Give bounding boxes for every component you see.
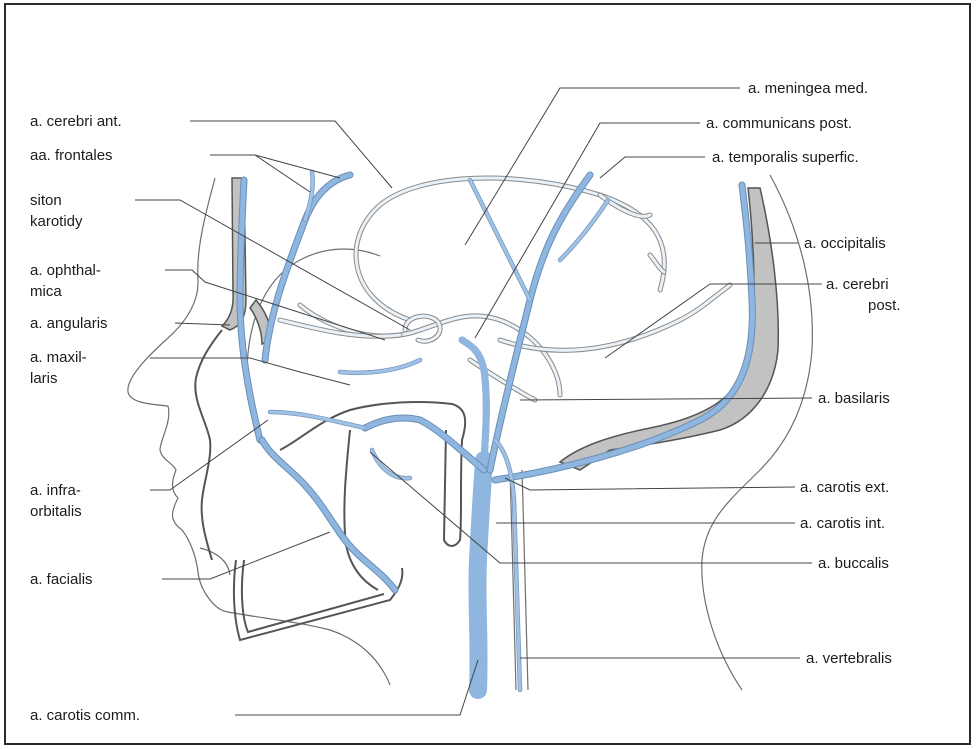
right-labels: a. meningea med. a. communicans post. a.… — [706, 80, 901, 667]
maxilla-line — [195, 330, 222, 560]
label-cerebri-post-1: a. cerebri — [826, 276, 889, 293]
face-profile — [128, 178, 228, 612]
label-angularis: a. angularis — [30, 315, 108, 332]
label-communicans-post: a. communicans post. — [706, 115, 852, 132]
leader-basilaris — [520, 398, 812, 400]
carotis-int — [462, 340, 486, 460]
label-carotis-comm: a. carotis comm. — [30, 707, 140, 724]
label-infraorbitalis-2: orbitalis — [30, 503, 82, 520]
cerebral-arteries — [280, 178, 730, 400]
left-labels: a. cerebri ant. aa. frontales siton karo… — [30, 113, 140, 724]
leader-meningea — [465, 88, 740, 245]
leader-facialis — [162, 532, 330, 579]
cerebri-ant-arch — [356, 178, 664, 320]
leader-frontales-a — [210, 155, 310, 192]
label-siton: siton — [30, 192, 62, 209]
leader-buccalis — [370, 452, 812, 563]
label-cerebri-ant: a. cerebri ant. — [30, 113, 122, 130]
label-carotis-ext: a. carotis ext. — [800, 479, 889, 496]
label-frontales: aa. frontales — [30, 147, 113, 164]
label-ophthalmica-1: a. ophthal- — [30, 262, 101, 279]
leader-frontales-b — [255, 155, 340, 178]
label-ophthalmica-2: mica — [30, 283, 62, 300]
jaw-skin — [200, 548, 230, 575]
label-basilaris: a. basilaris — [818, 390, 890, 407]
carotis-comm — [477, 460, 484, 690]
leader-carotis-comm — [235, 660, 478, 715]
spine-line-2 — [522, 470, 528, 690]
cerebri-ant-arch-inner — [356, 178, 664, 320]
neck-front — [228, 612, 390, 685]
leader-carotis-ext — [505, 478, 795, 490]
label-carotis-int: a. carotis int. — [800, 515, 885, 532]
label-karotidy: karotidy — [30, 213, 83, 230]
label-meningea-med: a. meningea med. — [748, 80, 868, 97]
label-facialis: a. facialis — [30, 571, 93, 588]
maxillaris-edge — [365, 418, 484, 470]
facialis — [262, 440, 395, 590]
label-maxillaris-2: laris — [30, 370, 58, 387]
label-occipitalis: a. occipitalis — [804, 235, 886, 252]
temporalis-frontal-branch — [470, 180, 530, 300]
label-cerebri-post-2: post. — [868, 297, 901, 314]
label-temporalis-superfic: a. temporalis superfic. — [712, 149, 859, 166]
label-infraorbitalis-1: a. infra- — [30, 482, 81, 499]
label-buccalis: a. buccalis — [818, 555, 889, 572]
label-maxillaris-1: a. maxil- — [30, 349, 87, 366]
label-vertebralis: a. vertebralis — [806, 650, 892, 667]
leader-temporalis — [600, 157, 705, 178]
leader-angularis — [175, 323, 230, 325]
